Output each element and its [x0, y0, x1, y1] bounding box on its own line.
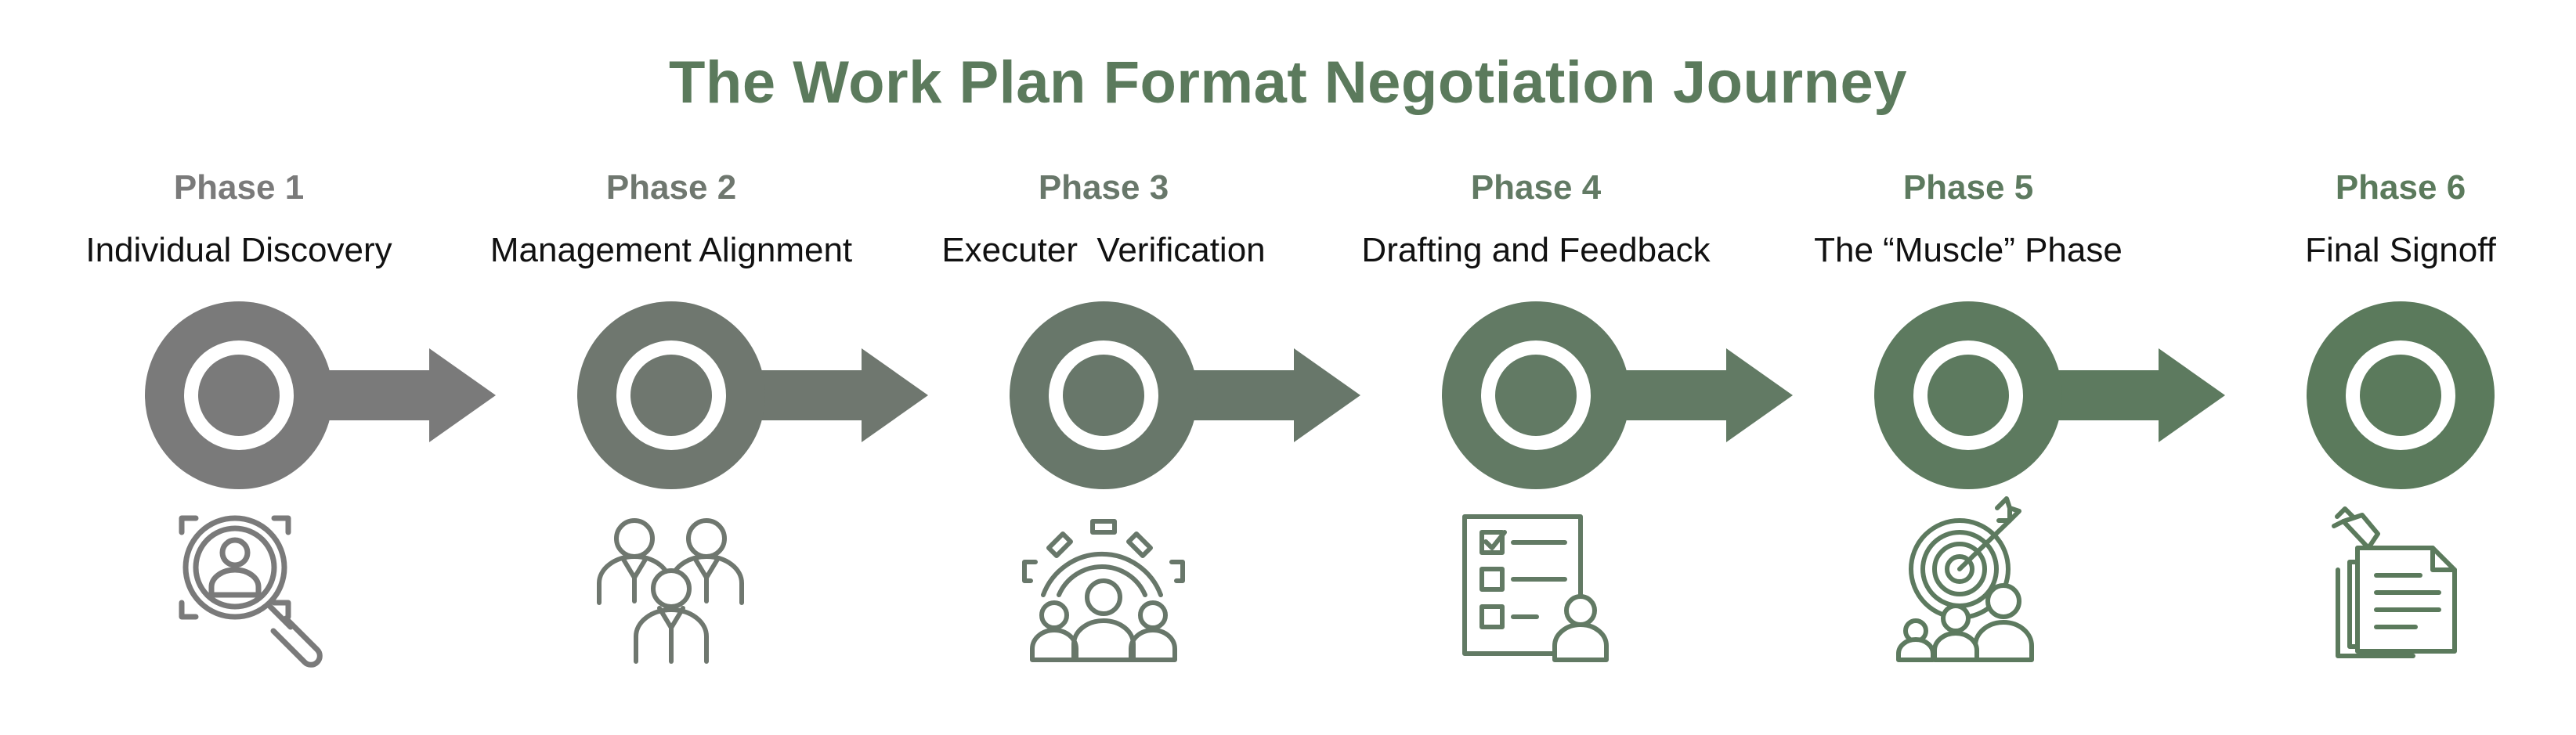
phase-4-arrow-shaft: [1610, 370, 1734, 420]
diagram-title: The Work Plan Format Negotiation Journey: [668, 49, 1907, 116]
phase-4-arrow-head: [1726, 348, 1793, 442]
phase-6-center-dot: [2360, 355, 2441, 436]
phase-3-arrow-shaft: [1178, 370, 1302, 420]
phase-3-header: Phase 3 Executer Verification: [884, 164, 1323, 274]
phase-4-node: [1442, 301, 1793, 489]
phase-5-arrow-head: [2159, 348, 2225, 442]
phase-6-name: Final Signoff: [2305, 231, 2496, 269]
phase-5-center-dot: [1927, 355, 2009, 436]
checklist-person-icon: [1462, 514, 1609, 662]
phase-3-node: [1010, 301, 1360, 489]
phase-1-number: Phase 1: [173, 168, 305, 207]
phase-2-header: Phase 2 Management Alignment: [452, 164, 891, 274]
phase-3-center-dot: [1063, 355, 1144, 436]
phase-5-header: Phase 5 The “Muscle” Phase: [1749, 164, 2188, 274]
phase-4-name: Drafting and Feedback: [1361, 231, 1711, 269]
phase-3-number: Phase 3: [1038, 168, 1169, 207]
phase-5-name: The “Muscle” Phase: [1814, 231, 2123, 269]
phase-1-node: [145, 301, 496, 489]
phase-1-arrow-shaft: [313, 370, 437, 420]
phase-5-node: [1874, 301, 2225, 489]
phase-5-arrow-shaft: [2043, 370, 2166, 420]
signed-documents-icon: [2332, 506, 2457, 658]
phase-6-header: Phase 6 Final Signoff: [2181, 164, 2576, 274]
phase-6-node: [2307, 301, 2495, 489]
phase-4-header: Phase 4 Drafting and Feedback: [1317, 164, 1755, 274]
phase-2-center-dot: [630, 355, 712, 436]
phase-3-name: Executer Verification: [941, 231, 1266, 269]
phase-3-arrow-head: [1294, 348, 1360, 442]
phase-2-node: [577, 301, 928, 489]
magnifier-person-icon: [179, 515, 323, 668]
phase-6-number: Phase 6: [2335, 168, 2466, 207]
gear-people-icon: [1022, 519, 1185, 662]
phase-1-name: Individual Discovery: [85, 231, 392, 269]
phase-2-name: Management Alignment: [490, 231, 853, 269]
phase-2-arrow-head: [862, 348, 928, 442]
team-group-icon: [597, 518, 744, 664]
phase-2-number: Phase 2: [605, 168, 737, 207]
phase-2-arrow-shaft: [746, 370, 869, 420]
phase-4-center-dot: [1495, 355, 1577, 436]
phase-1-header: Phase 1 Individual Discovery: [20, 164, 458, 274]
phase-4-number: Phase 4: [1470, 168, 1602, 207]
phase-1-arrow-head: [429, 348, 496, 442]
phase-1-center-dot: [198, 355, 280, 436]
phase-5-number: Phase 5: [1902, 168, 2034, 207]
target-people-icon: [1896, 496, 2034, 662]
